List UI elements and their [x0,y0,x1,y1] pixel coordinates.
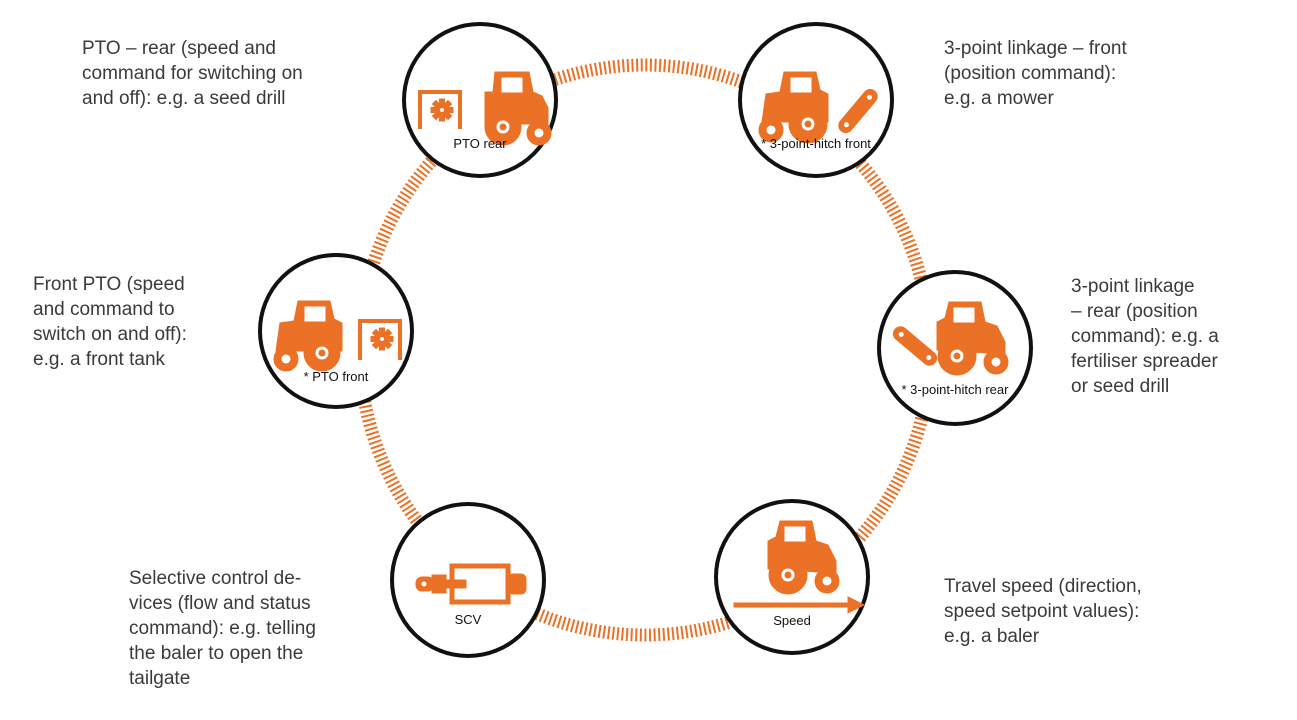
description-pto-front: Front PTO (speed and command to switch o… [33,274,187,370]
tractor-with-arrow-icon [733,520,866,614]
tractor-with-rear-pto-implement-icon [418,71,552,146]
node-label-scv: SCV [454,612,482,627]
node-label-speed: Speed [773,613,811,628]
tractor-with-rear-linkage-icon [892,301,1009,376]
tractor-with-front-pto-implement-icon [273,300,402,372]
description-scv: Selective control de- vices (flow and st… [129,568,316,689]
node-speed: Speed [714,499,870,655]
node-3-point-hitch-front: * 3-point-hitch front [738,22,894,178]
node-pto-front: * PTO front [258,253,414,409]
hydraulic-cylinder-icon [415,563,527,605]
description-3-point-hitch-rear: 3-point linkage – rear (position command… [1071,276,1219,397]
description-3-point-hitch-front: 3-point linkage – front (position comman… [944,38,1127,109]
node-label-pto-front: * PTO front [303,369,369,384]
node-pto-rear: PTO rear [402,22,558,178]
node-label-3-point-hitch-rear: * 3-point-hitch rear [901,382,1009,397]
node-label-pto-rear: PTO rear [453,136,507,151]
description-pto-rear: PTO – rear (speed and command for switch… [82,38,303,109]
node-scv: SCV [390,502,546,658]
node-3-point-hitch-rear: * 3-point-hitch rear [877,270,1033,426]
node-label-3-point-hitch-front: * 3-point-hitch front [761,136,871,151]
tractor-with-front-linkage-icon [758,71,878,144]
description-speed: Travel speed (direction, speed setpoint … [944,576,1142,647]
